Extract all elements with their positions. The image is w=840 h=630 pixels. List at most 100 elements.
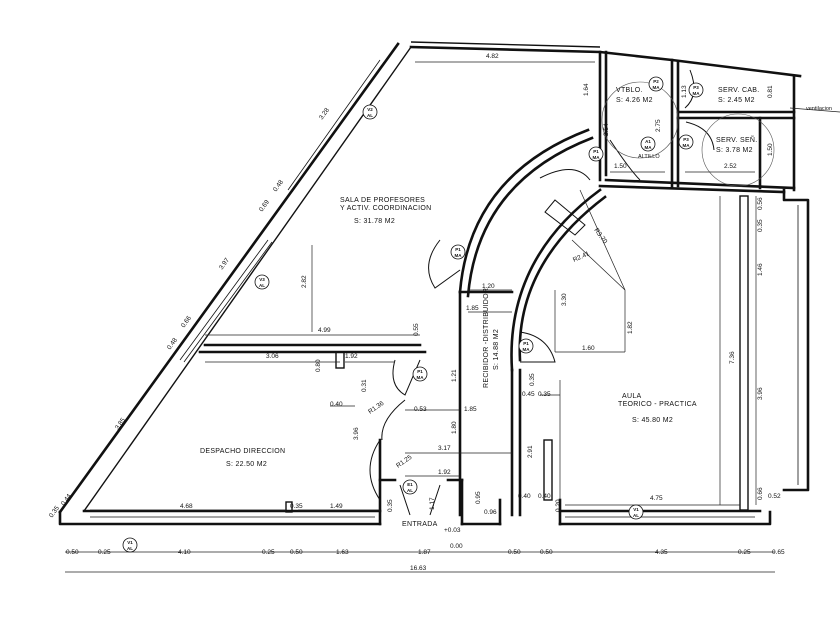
svg-text:P1: P1	[593, 149, 599, 154]
svg-text:V2: V2	[367, 107, 373, 112]
dim-bottom-4: 0.50	[290, 549, 303, 556]
dim-1-85a: 1.85	[466, 305, 479, 312]
room-vtblo-area: S: 4.26 M2	[616, 97, 653, 104]
dim-entrance-step: +0.03	[444, 527, 461, 534]
column-3	[739, 195, 749, 511]
dim-1-46: 1.46	[757, 263, 764, 276]
svg-text:MA: MA	[593, 155, 601, 160]
door-entrada-leaves	[399, 484, 441, 516]
dim-2-54: 2.54	[603, 123, 610, 136]
column-1	[335, 351, 345, 369]
dim-3-96b: 3.96	[353, 427, 360, 440]
door-aula	[519, 331, 556, 363]
svg-text:AL: AL	[633, 513, 639, 518]
svg-text:MA: MA	[683, 143, 691, 148]
dim-r1-25: R1.25	[395, 454, 414, 470]
ventilation-pointer	[789, 107, 840, 113]
column-4	[285, 501, 293, 513]
dim-1-21: 1.21	[451, 369, 458, 382]
dim-1-13: 1.13	[681, 85, 688, 98]
dim-0-35a: 0.35	[757, 219, 764, 232]
room-recibidor-name: RECIBIDOR -DISTRIBUIDOR	[483, 288, 490, 388]
svg-text:MA: MA	[693, 91, 701, 96]
dimension-lines	[65, 61, 775, 573]
tag-v1-al-right: V1 AL	[628, 504, 644, 520]
svg-text:AL: AL	[259, 283, 265, 288]
dim-top: 4.82	[486, 53, 499, 60]
dim-4-68: 4.68	[180, 503, 193, 510]
dim-bottom-2: 4.10	[178, 549, 191, 556]
curved-wall-sala	[458, 128, 590, 294]
dim-1-50a: 1.50	[614, 163, 627, 170]
svg-text:P1: P1	[523, 341, 529, 346]
svg-text:E1: E1	[407, 482, 413, 487]
curved-wall-aula	[510, 188, 602, 372]
bottom-wall-left	[58, 510, 382, 526]
room-ventilacion-name: ventilacion	[806, 106, 832, 112]
dim-0-35b: 0.35	[529, 373, 536, 386]
tag-v1-al-left: V1 AL	[122, 537, 138, 553]
diagonal-facade-inner	[83, 46, 412, 512]
dim-0-52: 0.52	[768, 493, 781, 500]
tag-p1-ma-sala: P1 MA	[450, 244, 466, 260]
svg-text:MA: MA	[645, 145, 653, 150]
dimension-labels: 0.50 0.25 4.10 0.25 0.50 1.63 1.87 0.50 …	[48, 53, 785, 572]
dim-1-50b: 1.50	[767, 143, 774, 156]
svg-text:AL: AL	[127, 546, 133, 551]
room-servsen-area: S: 3.78 M2	[716, 147, 753, 154]
dim-total: 16.63	[410, 565, 427, 572]
room-aula-name-1: AULA	[622, 393, 642, 400]
fixture-vtblo-circle	[601, 81, 679, 159]
svg-text:P3: P3	[693, 85, 699, 90]
dim-diag-0-66: 0.66	[180, 315, 193, 330]
dim-7-36: 7.36	[729, 351, 736, 364]
door-distrib	[539, 169, 591, 181]
room-servcab-name: SERV. CAB.	[718, 87, 760, 94]
dim-0-96: 0.96	[484, 509, 497, 516]
svg-text:V3: V3	[259, 277, 265, 282]
diagonal-window-1b	[291, 61, 385, 193]
room-labels: SALA DE PROFESORES Y ACTIV. COORDINACION…	[200, 87, 832, 528]
dim-bottom-7: 0.50	[508, 549, 521, 556]
dim-3-06: 3.06	[266, 353, 279, 360]
room-servcab-area: S: 2.45 M2	[718, 97, 755, 104]
dim-entrance-level: 0.00	[450, 543, 463, 550]
exterior-walls	[58, 41, 810, 526]
dim-4-99: 4.99	[318, 327, 331, 334]
room-altillo-name: ALTILLO	[638, 154, 660, 160]
top-wall-outer	[410, 41, 601, 48]
diagonal-window-2	[179, 239, 269, 361]
symbol-tags: V2 AL V3 AL V1 AL V1 AL P1 MA P1 MA	[122, 76, 704, 553]
column-2	[543, 439, 553, 501]
room-despacho-name: DESPACHO DIRECCION	[200, 448, 285, 455]
curved-wall-aula-b	[518, 195, 607, 362]
tag-a1-ma: A1 MA	[640, 136, 656, 152]
svg-text:MA: MA	[523, 347, 531, 352]
door-sala	[428, 239, 461, 289]
dim-0-40a: 0.40	[330, 401, 343, 408]
svg-text:V1: V1	[633, 507, 639, 512]
svg-text:MA: MA	[455, 253, 463, 258]
dim-bottom-9: 4.35	[655, 549, 668, 556]
dim-0-66: 0.66	[757, 487, 764, 500]
bottom-wall-right	[558, 510, 772, 526]
room-sala-name-1: SALA DE PROFESORES	[340, 197, 425, 204]
svg-text:V1: V1	[127, 540, 133, 545]
dim-0-80: 0.80	[315, 359, 322, 372]
diagonal-window-1	[287, 59, 381, 191]
dim-1-82: 1.82	[627, 321, 634, 334]
tag-v2-al: V2 AL	[362, 104, 378, 120]
svg-text:P1: P1	[455, 247, 461, 252]
dim-0-56: 0.56	[757, 197, 764, 210]
stair-landing	[544, 199, 586, 236]
tag-p1-ma-vtblo: P1 MA	[588, 146, 604, 162]
dim-2-91: 2.91	[527, 445, 534, 458]
curved-wall-sala-b	[466, 136, 594, 298]
door-despacho-arc	[381, 399, 406, 441]
svg-text:A1: A1	[645, 139, 651, 144]
dim-0-40b: 0.40	[518, 493, 531, 500]
dim-1-92a: 1.92	[345, 353, 358, 360]
doors	[369, 69, 715, 516]
dim-1-60: 1.60	[582, 345, 595, 352]
dim-0-95: 0.95	[475, 491, 482, 504]
